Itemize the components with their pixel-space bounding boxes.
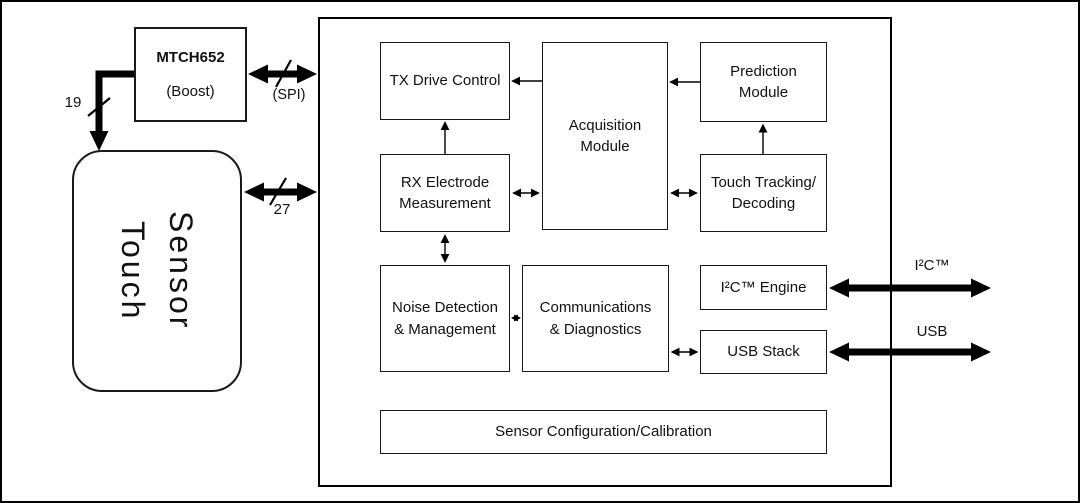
block-mtch652: MTCH652 (Boost): [134, 27, 247, 122]
touch-sensor-label: Touch Sensor: [115, 211, 199, 331]
label-i2c-bus: I²C™: [914, 257, 950, 274]
block-usb-stack: USB Stack: [700, 330, 827, 374]
mtch652-label: MTCH652: [156, 48, 225, 66]
prediction-module-label: Prediction Module: [730, 62, 797, 101]
block-sensor-configuration-calibration: Sensor Configuration/Calibration: [380, 410, 827, 454]
block-touch-sensor: Touch Sensor: [72, 150, 242, 392]
bus-arrow-spi: [248, 59, 317, 88]
acquisition-module-label: Acquisition Module: [568, 116, 642, 155]
tx-drive-control-label: TX Drive Control: [389, 72, 501, 90]
block-prediction-module: Prediction Module: [700, 42, 827, 122]
label-27-pins: 27: [273, 201, 291, 218]
rx-electrode-measurement-label: RX Electrode Measurement: [399, 173, 491, 212]
block-acquisition-module: Acquisition Module: [542, 42, 668, 230]
block-tx-drive-control: TX Drive Control: [380, 42, 510, 120]
block-communications-diagnostics: Communications & Diagnostics: [522, 265, 669, 372]
mtch652-sublabel: (Boost): [166, 83, 215, 100]
block-rx-electrode-measurement: RX Electrode Measurement: [380, 154, 510, 232]
communications-diagnostics-label: Communications & Diagnostics: [539, 299, 652, 338]
label-19-pins: 19: [64, 94, 82, 111]
label-spi-bus: (SPI): [272, 87, 306, 103]
block-noise-detection-management: Noise Detection & Management: [380, 265, 510, 372]
i2c-engine-label: I²C™ Engine: [720, 278, 807, 296]
block-i2c-engine: I²C™ Engine: [700, 265, 827, 310]
label-usb-bus: USB: [916, 323, 948, 340]
bus-arrow-19-to-touch-sensor: [87, 70, 134, 151]
noise-detection-management-label: Noise Detection & Management: [392, 299, 498, 338]
sensor-configuration-calibration-label: Sensor Configuration/Calibration: [495, 423, 712, 441]
touch-tracking-decoding-label: Touch Tracking/ Decoding: [710, 173, 817, 212]
block-touch-tracking-decoding: Touch Tracking/ Decoding: [700, 154, 827, 232]
usb-stack-label: USB Stack: [727, 343, 800, 361]
